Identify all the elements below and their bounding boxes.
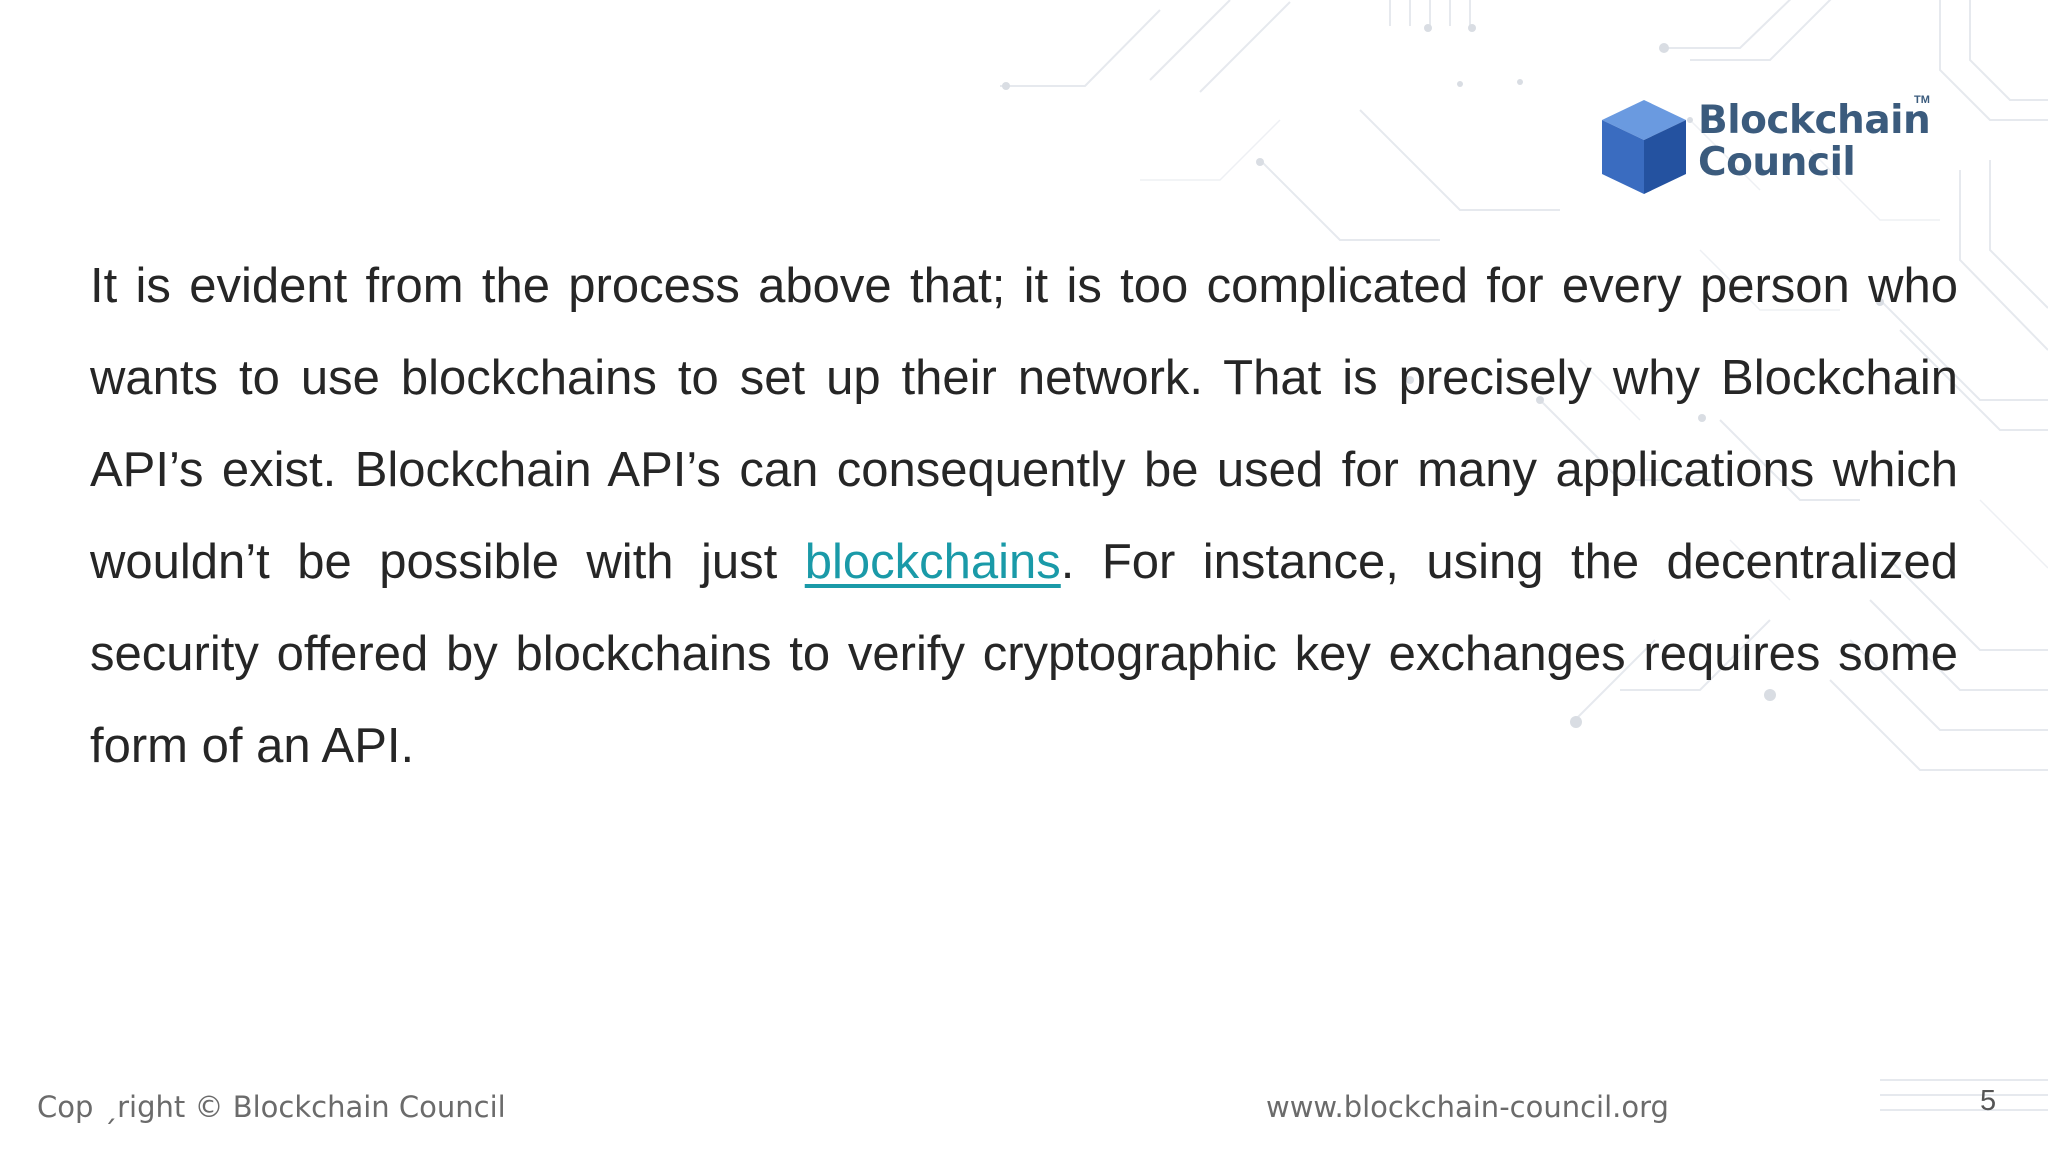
page-number: 5 xyxy=(1980,1085,1997,1117)
website-footer: www.blockchain-council.org xyxy=(1266,1090,1669,1124)
logo-line-1: Blockchain xyxy=(1698,98,1931,143)
cube-icon xyxy=(1602,100,1686,194)
body-paragraph: It is evident from the process above tha… xyxy=(90,240,1958,792)
logo-wordmark: Blockchain Council xyxy=(1698,98,1931,185)
blockchains-link[interactable]: blockchains xyxy=(804,535,1061,589)
blockchain-council-logo: Blockchain Council TM xyxy=(1598,94,1938,204)
body-text-part-1: It is evident from the process above tha… xyxy=(90,259,1958,589)
logo-line-2: Council xyxy=(1698,140,1856,185)
trademark-mark: TM xyxy=(1914,94,1930,106)
body-text-part-2: . For instance, using the decentralized … xyxy=(90,535,1958,773)
copyright-footer: Cop ˏright © Blockchain Council xyxy=(37,1090,506,1124)
